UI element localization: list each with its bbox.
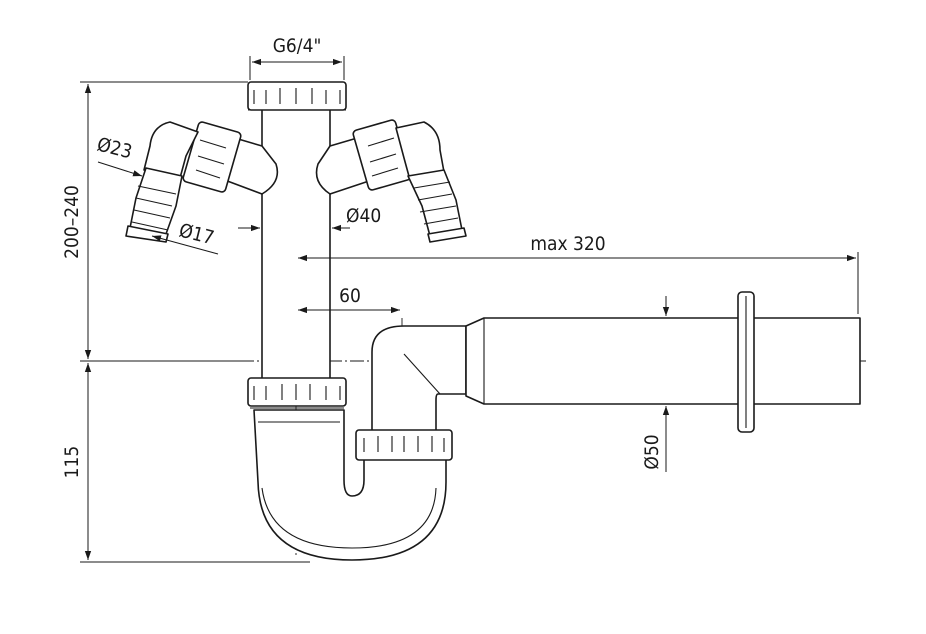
label-height-lower: 115 [61,446,83,479]
label-outlet-diameter: Ø50 [641,434,663,469]
outlet-pipe [465,291,861,433]
left-valve-branch [125,121,279,243]
label-hose-diameter: Ø23 [95,134,134,164]
label-height-upper: 200–240 [61,185,83,259]
labels: G6/4" 200–240 115 Ø23 Ø17 Ø40 max 320 60… [61,35,663,478]
label-thread: G6/4" [273,35,322,57]
dimension-lines [80,56,859,563]
lower-nut [247,377,347,409]
vertical-pipe [247,81,347,381]
label-pipe-diameter: Ø40 [346,205,381,227]
right-valve-branch [315,119,467,243]
elbow-riser [355,325,467,461]
label-offset: 60 [339,285,361,307]
label-length-max: max 320 [530,233,605,255]
u-trap [253,409,447,561]
